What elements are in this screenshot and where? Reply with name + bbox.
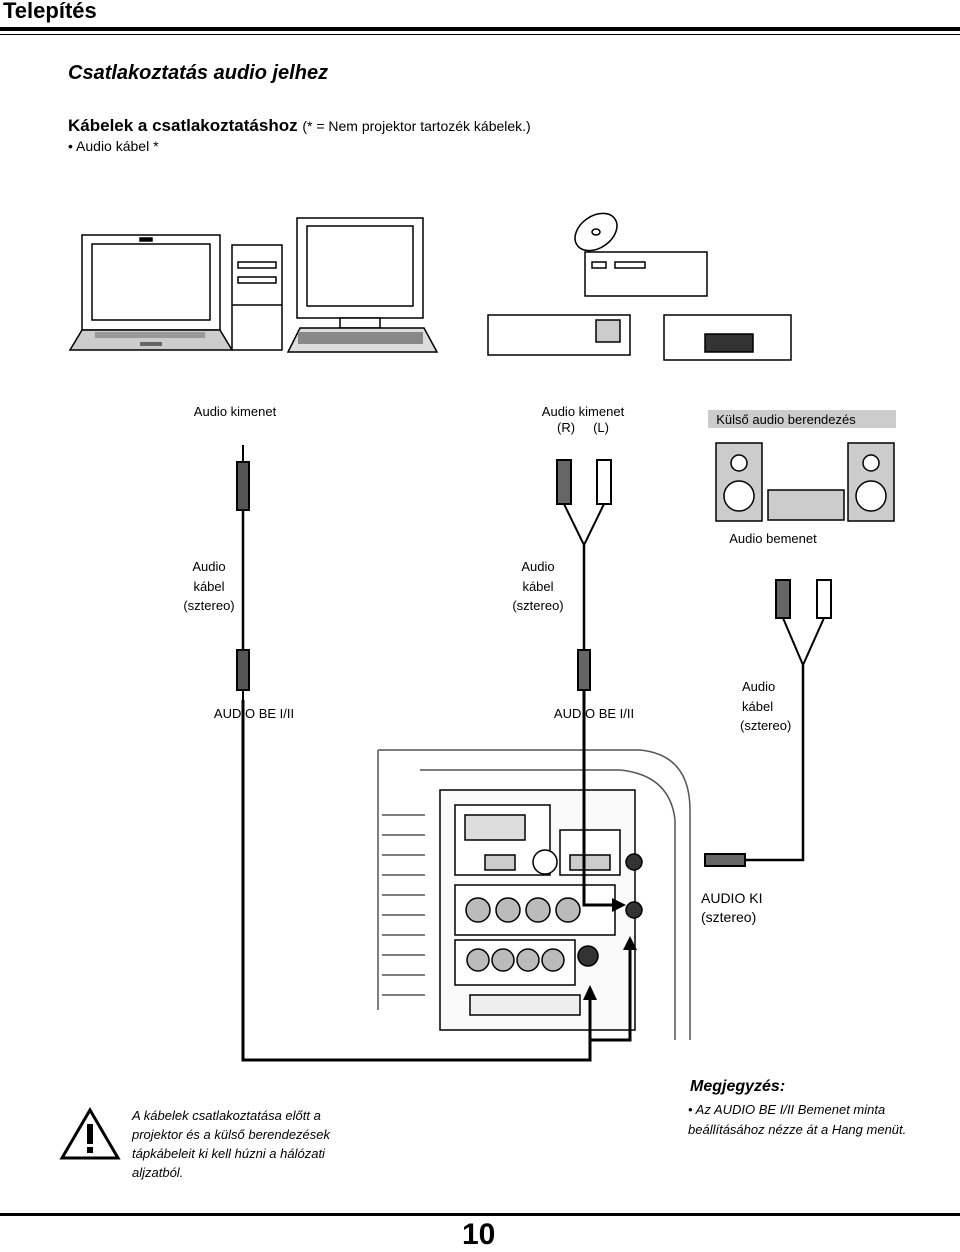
audio-cable-left xyxy=(236,445,250,700)
footer-rule xyxy=(0,1213,960,1216)
cables-heading: Kábelek a csatlakoztatáshoz (* = Nem pro… xyxy=(68,116,531,136)
projector-back-panel xyxy=(377,749,691,1040)
page-number: 10 xyxy=(462,1218,496,1251)
cable-left-label-line2: kábel xyxy=(193,579,224,594)
audio-out-left-label: Audio kimenet xyxy=(194,404,277,419)
header-rule xyxy=(0,27,960,31)
cables-heading-label: Kábelek a csatlakoztatáshoz xyxy=(68,116,298,135)
header-rule-thin xyxy=(0,34,960,35)
note-title: Megjegyzés: xyxy=(690,1078,786,1095)
external-audio-label: Külső audio berendezés xyxy=(716,412,856,427)
arrow-heads xyxy=(583,898,637,1000)
cable-list-item: • Audio kábel * xyxy=(68,138,159,154)
cable-left-label-line1: Audio xyxy=(192,559,225,574)
cables-note: (* = Nem projektor tartozék kábelek.) xyxy=(302,118,531,134)
audio-ki-label-line1: AUDIO KI xyxy=(701,890,762,906)
audio-cable-right xyxy=(704,579,832,867)
connection-lines xyxy=(241,690,632,1062)
audio-ki-label-line2: (sztereo) xyxy=(701,909,756,925)
audio-in-label: Audio bemenet xyxy=(729,531,817,546)
audio-cable-middle xyxy=(556,459,612,691)
warning-icon xyxy=(59,1107,121,1160)
warning-text: A kábelek csatlakoztatása előtt a projek… xyxy=(132,1108,331,1180)
cable-item-label: Audio kábel * xyxy=(76,138,159,154)
panel-vent-lines xyxy=(382,814,425,996)
audio-out-middle-label: Audio kimenet xyxy=(542,404,625,419)
cable-left-label-line3: (sztereo) xyxy=(183,598,234,613)
cable-middle-label-line1: Audio xyxy=(521,559,554,574)
external-speakers-illustration xyxy=(715,442,895,522)
desktop-computer-illustration xyxy=(231,217,439,353)
page-header-title: Telepítés xyxy=(3,0,97,23)
cable-right-label-line1: Audio xyxy=(742,679,775,694)
cable-right-label-line3: (sztereo) xyxy=(740,718,791,733)
external-audio-label-box xyxy=(708,410,896,428)
laptop-illustration xyxy=(68,234,234,351)
cable-right-label-line2: kábel xyxy=(742,699,773,714)
audio-be-middle-label: AUDIO BE I/II xyxy=(554,706,634,721)
section-title: Csatlakoztatás audio jelhez xyxy=(68,62,329,84)
note-text: • Az AUDIO BE I/II Bemenet minta beállít… xyxy=(688,1102,907,1137)
cable-middle-label-line3: (sztereo) xyxy=(512,598,563,613)
audio-be-left-label: AUDIO BE I/II xyxy=(214,706,294,721)
cable-middle-label-line2: kábel xyxy=(522,579,553,594)
audio-equipment-illustration xyxy=(487,212,792,361)
audio-out-channels-label: (R) (L) xyxy=(557,420,609,435)
